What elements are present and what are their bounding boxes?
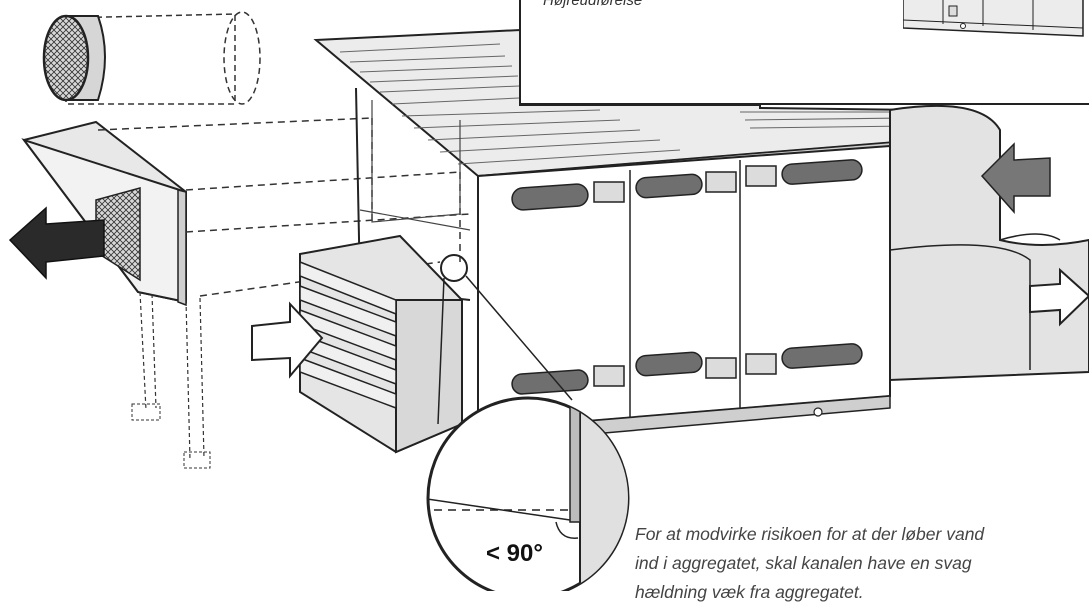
wall-grille-hood (21, 120, 211, 469)
fresh-air-arrow-icon (251, 301, 324, 379)
installation-diagram (8, 11, 1089, 600)
caption-line: ind i aggregatet, skal kanalen have en s… (635, 553, 972, 573)
outlet-arrow-icon (1029, 267, 1089, 327)
round-duct-cap (42, 11, 261, 105)
intake-arrow-icon (980, 142, 1051, 214)
side-ducts (889, 105, 1089, 382)
caption-line: For at modvirke risikoen for at der løbe… (635, 524, 985, 544)
louvered-inlet-box (299, 234, 463, 454)
caption-text: For at modvirke risikoen for at der løbe… (635, 520, 1075, 607)
detail-callout (426, 254, 630, 600)
angle-label: < 90° (486, 540, 543, 567)
exhaust-arrow-icon (8, 206, 105, 280)
inset-unit-thumbnail (903, 0, 1084, 37)
inset-title: Højreudførelse (543, 0, 643, 9)
caption-line: hældning væk fra aggregatet. (635, 582, 864, 602)
inset-panel: Højreudførelse (519, 0, 1089, 105)
